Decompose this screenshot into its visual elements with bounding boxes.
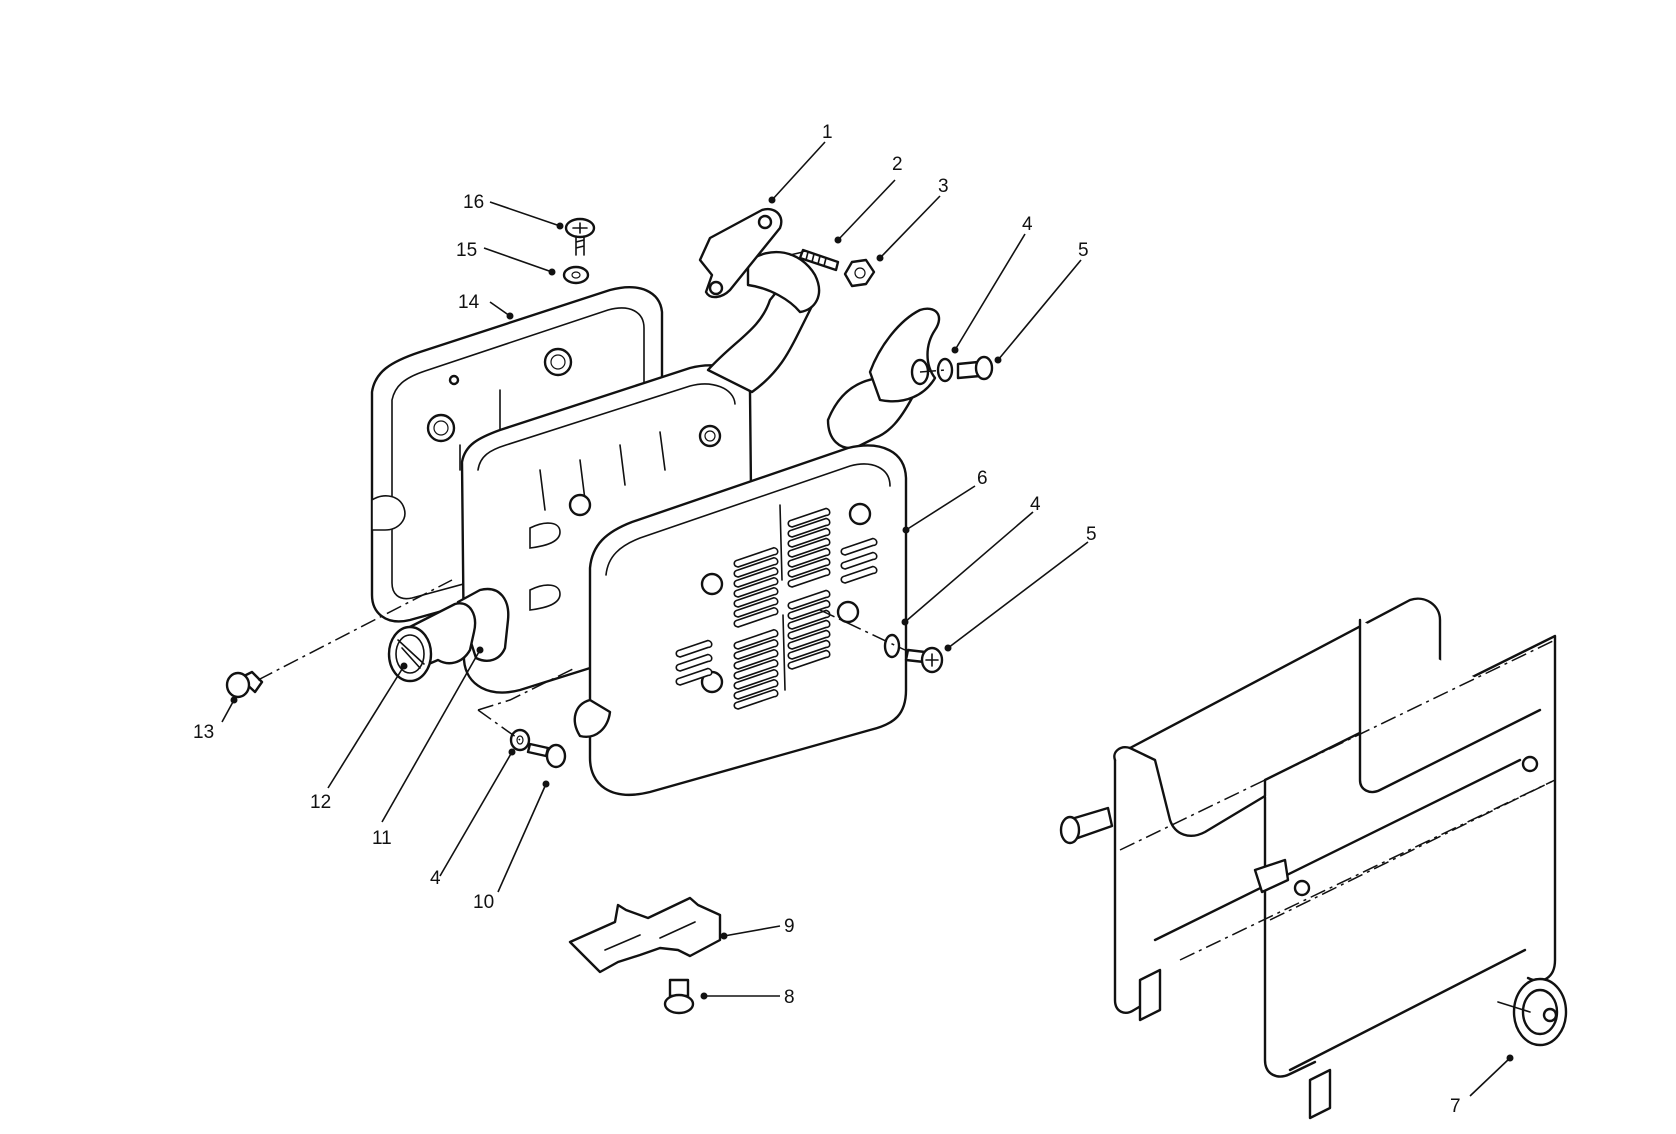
vent-slot — [733, 586, 779, 608]
callout-10: 10 — [473, 892, 494, 913]
stud-2 — [798, 248, 840, 272]
vent-slot — [787, 589, 831, 610]
alignment-lines — [257, 251, 946, 741]
vent-slot — [733, 556, 779, 578]
vent-slot — [675, 653, 713, 672]
vent-slot — [787, 639, 831, 660]
plug-13 — [225, 670, 264, 699]
vent-slot — [787, 527, 831, 548]
vent-slot — [787, 599, 831, 620]
callout-9: 9 — [784, 916, 795, 937]
callout-1: 1 — [822, 122, 833, 143]
callout-4-top: 4 — [1022, 214, 1033, 235]
vent-slot — [733, 688, 779, 710]
callout-16: 16 — [463, 192, 484, 213]
vent-slot — [787, 537, 831, 558]
vent-slot — [787, 517, 831, 538]
vent-slot — [733, 606, 779, 628]
vent-slot — [733, 628, 779, 650]
screw-10 — [526, 742, 567, 769]
vent-slot — [733, 648, 779, 670]
vent-slot — [840, 537, 878, 556]
vent-slot — [787, 649, 831, 670]
spark-arrester — [387, 587, 510, 683]
callout-14: 14 — [458, 292, 480, 313]
callout-8: 8 — [784, 987, 795, 1008]
vent-slot — [787, 547, 831, 568]
outlet-elbow — [826, 307, 941, 450]
callout-labels: 1 2 3 4 5 6 4 5 7 8 9 10 4 11 12 13 14 1… — [193, 122, 1461, 1117]
vent-slot — [733, 596, 779, 618]
callout-7: 7 — [1450, 1096, 1461, 1117]
callout-3: 3 — [938, 176, 949, 197]
vent-slot — [733, 576, 779, 598]
vent-slot — [787, 507, 831, 528]
cover-vent-slots — [675, 507, 878, 710]
bolt-8 — [663, 978, 695, 1015]
callout-6: 6 — [977, 468, 988, 489]
callout-4-mid: 4 — [1030, 494, 1041, 515]
vent-slot — [787, 629, 831, 650]
callout-2: 2 — [892, 154, 903, 175]
generator-frame — [1059, 597, 1568, 1120]
callout-5-mid: 5 — [1086, 524, 1097, 545]
washer-4-top — [936, 357, 954, 383]
nut-3 — [843, 258, 876, 288]
vent-slot — [733, 668, 779, 690]
vent-slot — [733, 638, 779, 660]
vent-slot — [787, 609, 831, 630]
washer-15 — [562, 265, 590, 285]
vent-slot — [733, 566, 779, 588]
vent-slot — [787, 557, 831, 578]
callout-15: 15 — [456, 240, 477, 261]
vent-slot — [733, 678, 779, 700]
vent-slot — [733, 658, 779, 680]
washer-4-mid — [883, 633, 901, 659]
exhaust-pipe — [698, 207, 821, 394]
callout-11: 11 — [372, 828, 392, 849]
screw-16 — [564, 217, 596, 256]
callout-12: 12 — [310, 792, 331, 813]
callout-4-low: 4 — [430, 868, 441, 889]
leader-lines — [221, 141, 1514, 1097]
vent-slot — [787, 619, 831, 640]
bracket-9 — [568, 896, 722, 974]
vent-slot — [675, 667, 713, 686]
vent-slot — [787, 567, 831, 588]
vent-slot — [733, 546, 779, 568]
callout-5-top: 5 — [1078, 240, 1089, 261]
callout-13: 13 — [193, 722, 214, 743]
vent-slot — [840, 565, 878, 584]
screw-5-mid — [904, 646, 944, 674]
vent-slot — [840, 551, 878, 570]
bolt-5-top — [956, 355, 994, 381]
vent-slot — [675, 639, 713, 658]
